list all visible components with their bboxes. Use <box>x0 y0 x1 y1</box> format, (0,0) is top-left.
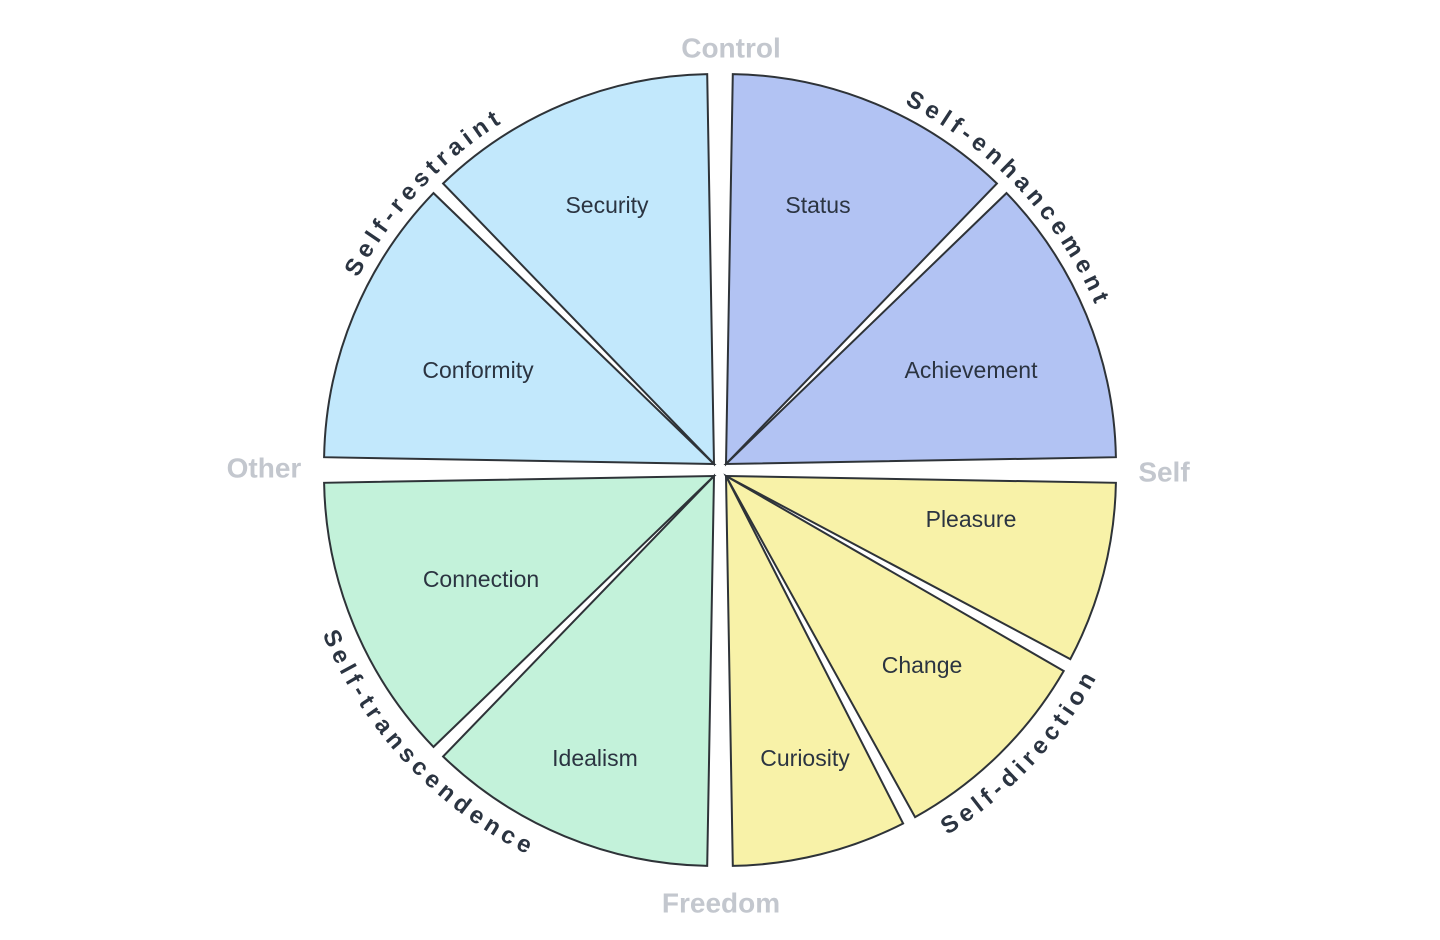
axis-label-control: Control <box>681 32 781 63</box>
segment-curiosity <box>725 475 905 867</box>
segment-security <box>441 73 716 467</box>
segment-achievement <box>723 191 1117 466</box>
label-connection: Connection <box>423 566 539 592</box>
label-status: Status <box>785 192 850 218</box>
label-idealism: Idealism <box>552 745 638 771</box>
segment-change <box>723 473 1066 819</box>
label-change: Change <box>882 652 963 678</box>
segment-status <box>724 73 999 467</box>
segment-conformity <box>323 191 717 466</box>
label-security: Security <box>565 192 649 218</box>
segment-idealism <box>441 473 716 867</box>
segment-pleasure <box>725 475 1117 661</box>
label-conformity: Conformity <box>422 357 534 383</box>
axis-label-freedom: Freedom <box>662 887 780 918</box>
axis-label-self: Self <box>1138 456 1190 487</box>
segment-connection <box>323 474 717 749</box>
label-achievement: Achievement <box>905 357 1039 383</box>
axis-label-other: Other <box>227 452 302 483</box>
label-curiosity: Curiosity <box>760 745 850 771</box>
label-pleasure: Pleasure <box>926 506 1017 532</box>
